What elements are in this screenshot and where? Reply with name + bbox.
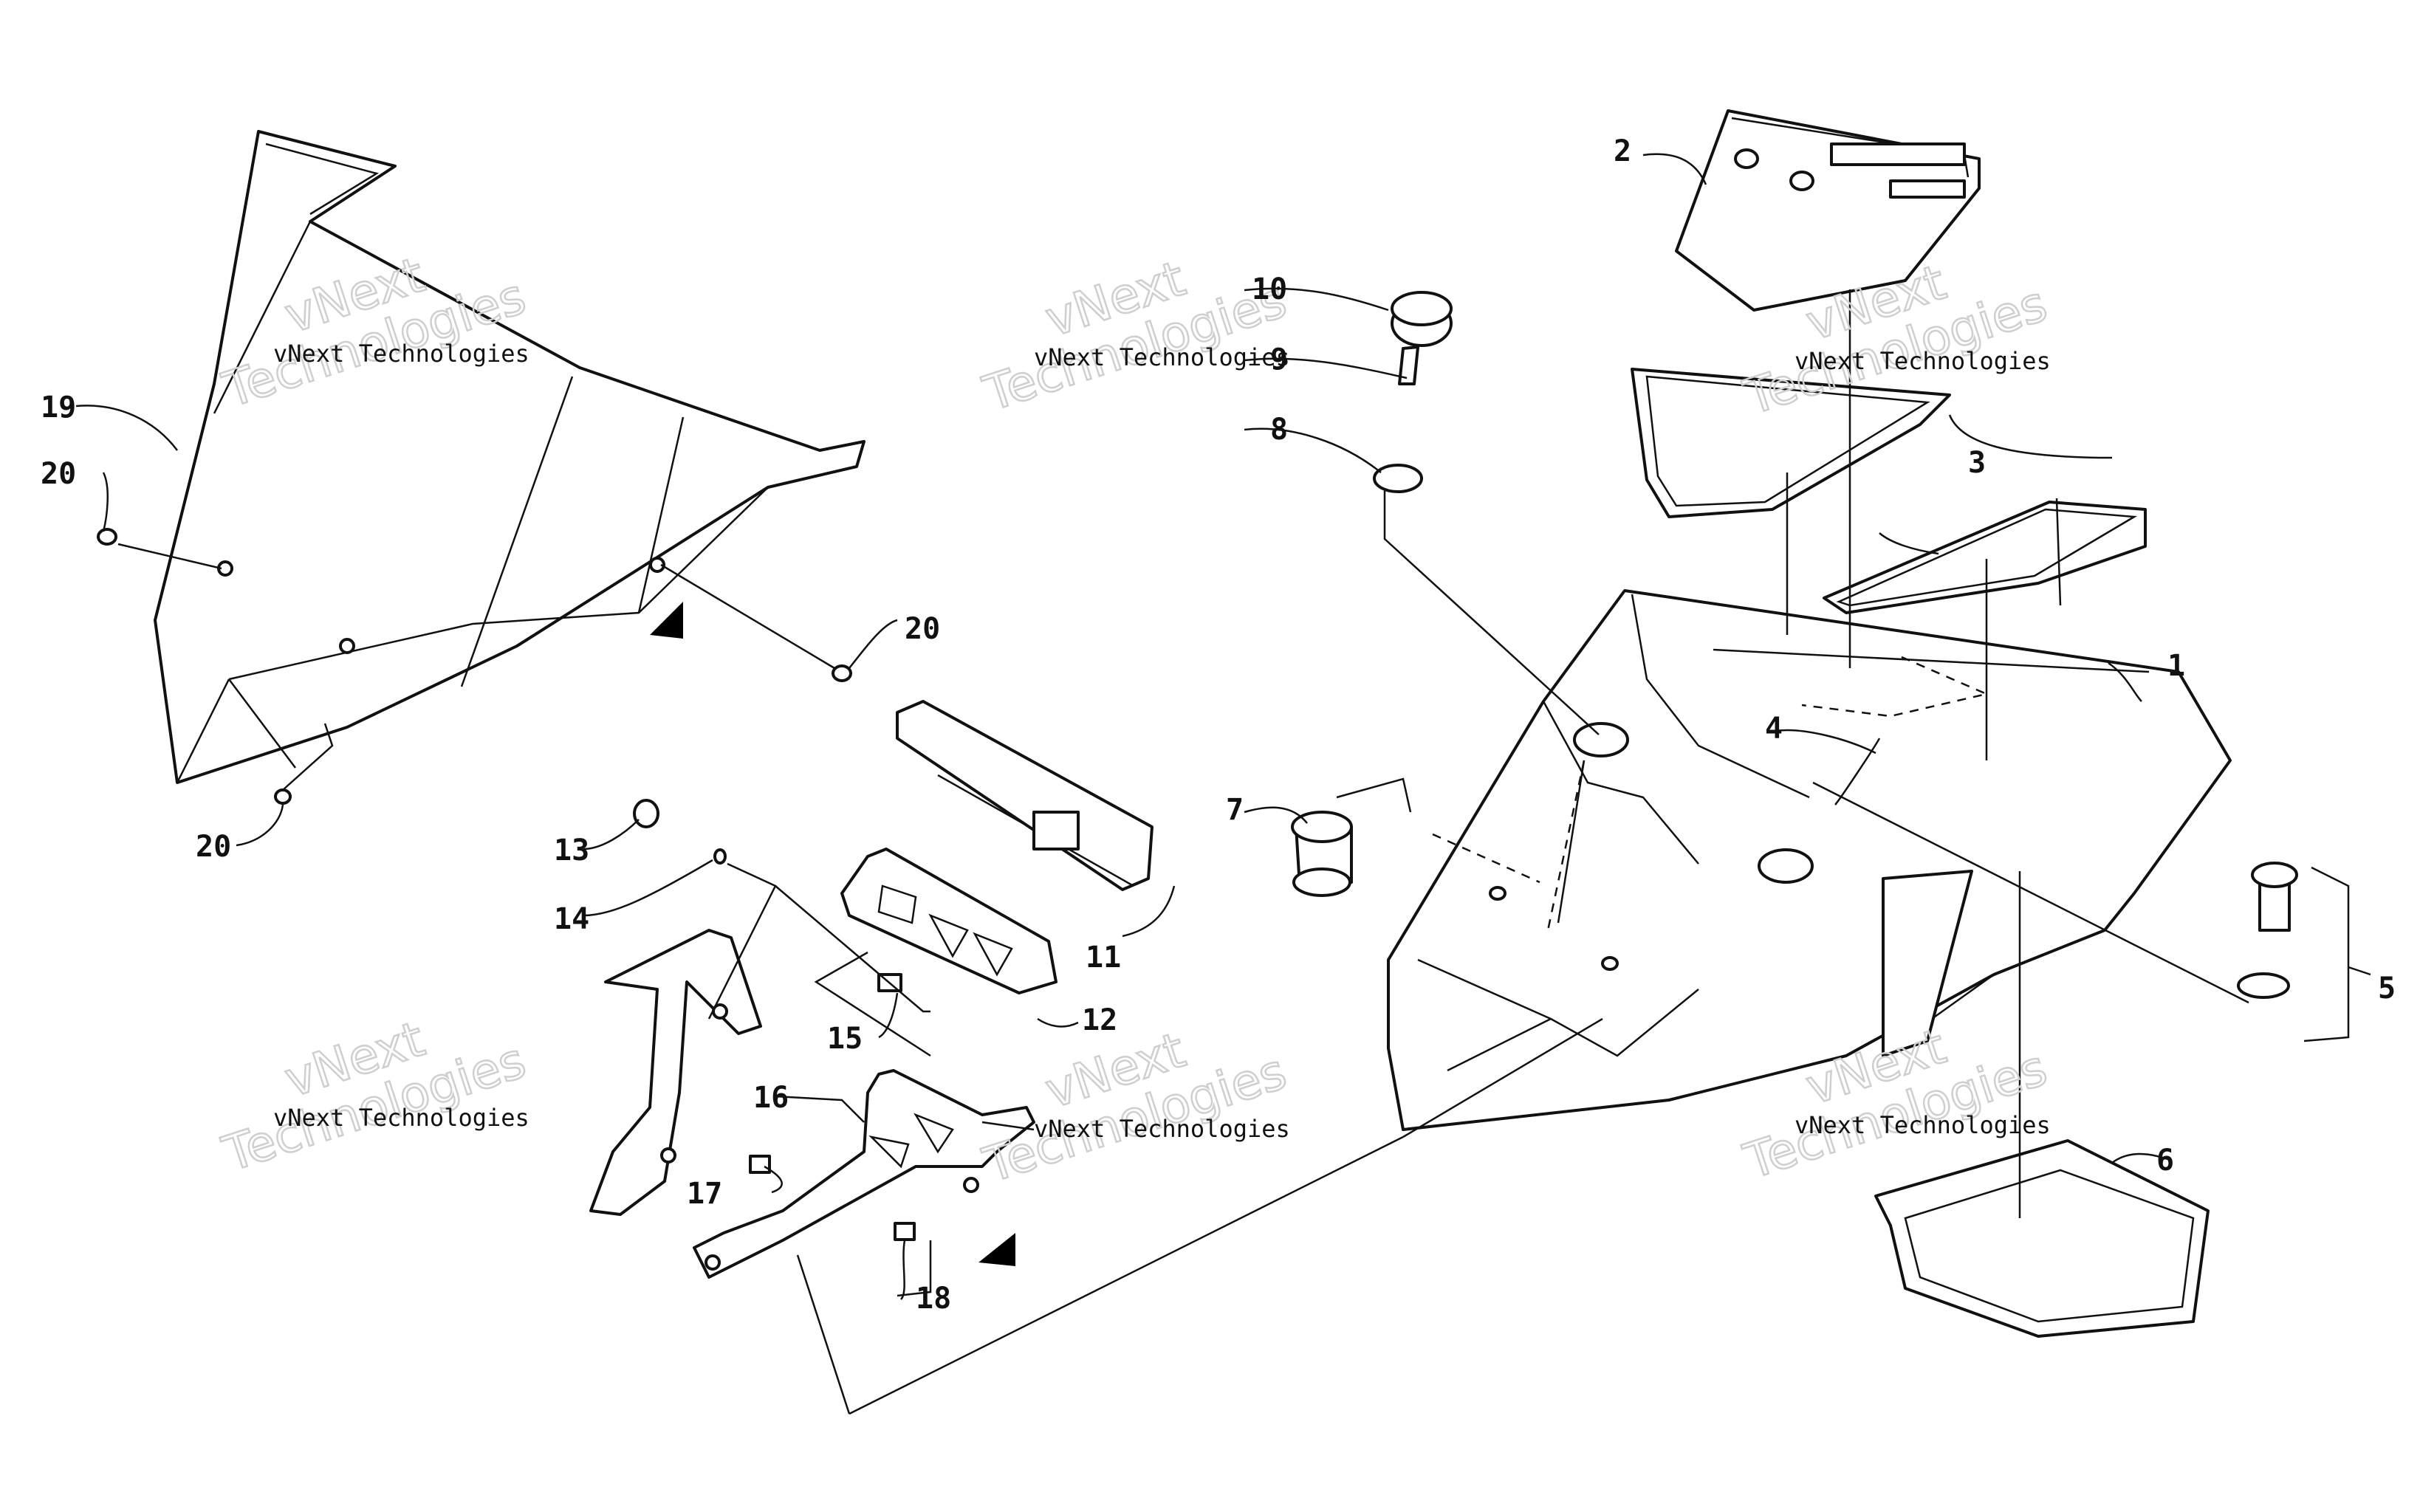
watermark-2: vNext Technologies vNext Technologies	[976, 249, 1293, 423]
callout-7: 7	[1226, 793, 1244, 827]
accessory-light	[2237, 862, 2298, 999]
floor-pad	[1874, 1139, 2210, 1338]
callout-8: 8	[1270, 413, 1288, 447]
callout-20-right: 20	[905, 612, 940, 646]
lens-upper	[1631, 368, 1951, 518]
direction-arrow-lower	[978, 1233, 1015, 1266]
callout-13: 13	[554, 834, 589, 867]
callout-18: 18	[916, 1282, 951, 1316]
ignition-parts	[1373, 291, 1453, 493]
callout-5: 5	[2378, 972, 2396, 1006]
callout-12: 12	[1082, 1003, 1117, 1037]
callout-3: 3	[1968, 446, 1986, 480]
callout-10: 10	[1252, 272, 1287, 306]
mount-bracket-right	[693, 1069, 1035, 1279]
svg-text:vNext Technologies: vNext Technologies	[1795, 347, 2051, 375]
callout-9: 9	[1270, 343, 1288, 377]
fasteners	[97, 528, 916, 1241]
watermark-4: vNext Technologies vNext Technologies	[215, 1009, 532, 1183]
windshield	[154, 130, 865, 784]
callout-15: 15	[827, 1022, 863, 1056]
callout-19: 19	[41, 391, 76, 425]
top-panel	[1675, 109, 1981, 312]
lens-lower	[1823, 501, 2147, 614]
gauge-housing	[896, 700, 1154, 891]
svg-text:vNext Technologies: vNext Technologies	[273, 1104, 529, 1132]
leader-lines	[75, 153, 2371, 1415]
callout-14: 14	[554, 902, 589, 936]
callout-1: 1	[2167, 649, 2185, 683]
callout-2: 2	[1614, 134, 1631, 168]
svg-text:vNext Technologies: vNext Technologies	[1034, 343, 1290, 371]
hood	[1387, 589, 2232, 1131]
callout-20-left: 20	[41, 457, 76, 491]
callout-16: 16	[753, 1081, 789, 1115]
mount-bracket-left	[589, 929, 762, 1216]
gauge-bracket	[840, 848, 1058, 994]
svg-text:vNext Technologies: vNext Technologies	[1034, 1115, 1290, 1143]
svg-text:vNext Technologies: vNext Technologies	[273, 340, 529, 368]
callout-11: 11	[1086, 941, 1121, 975]
callout-17: 17	[687, 1177, 722, 1211]
callout-6: 6	[2156, 1144, 2174, 1178]
callout-20-bottom: 20	[196, 830, 231, 864]
direction-arrow-upper	[650, 602, 683, 639]
svg-text:vNext Technologies: vNext Technologies	[1795, 1111, 2051, 1139]
switch	[1291, 811, 1353, 897]
callout-4: 4	[1765, 712, 1783, 746]
